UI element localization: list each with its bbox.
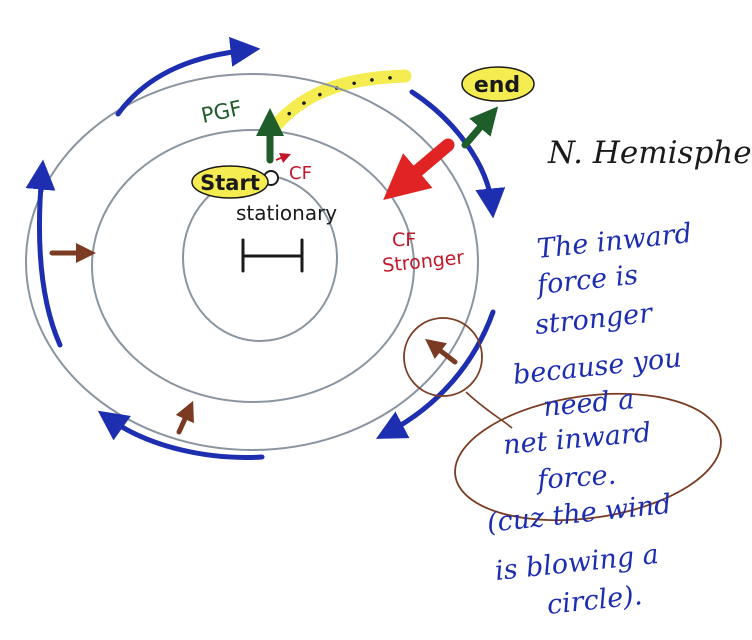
inner-isobar: [182, 174, 338, 342]
explanation-note: The inward force is stronger because you…: [485, 218, 693, 621]
trajectory-highlight: [265, 69, 412, 137]
note-line: force.: [534, 460, 617, 497]
note-line: force is: [534, 260, 640, 302]
note-line: The inward: [535, 218, 693, 265]
arrow-callout-circle: [403, 317, 483, 397]
brown-arrow-bottom: [175, 400, 194, 435]
note-line: stronger: [533, 298, 655, 341]
brown-arrow-right: [425, 338, 458, 365]
note-line: because you: [511, 342, 683, 391]
net-inward-force-callout: [454, 392, 722, 522]
pgf-label: PGF: [199, 96, 244, 128]
hemisphere-title: N. Hemisphere: [547, 135, 752, 171]
end-highlight: [461, 66, 535, 102]
blue-arrow-left: [25, 159, 63, 348]
middle-isobar: [91, 129, 415, 403]
cf-small-arrow: [275, 152, 292, 164]
pgf-arrow-end: [461, 106, 499, 149]
brown-force-arrows: [49, 243, 458, 435]
note-line: need a: [542, 384, 636, 423]
blue-arrow-top: [115, 36, 261, 117]
center-pressure-symbol: [241, 238, 304, 273]
pgf-arrows: [256, 106, 499, 164]
blue-arrow-bottom: [97, 410, 265, 460]
note-line: (cuz the wind: [485, 489, 672, 539]
cf-stronger-label: Stronger: [381, 246, 465, 276]
wind-direction-arrows: [25, 36, 506, 460]
stationary-label: stationary: [236, 201, 337, 225]
callout-connector: [465, 391, 513, 429]
start-label: Start: [200, 171, 260, 195]
start-highlight: [191, 165, 269, 199]
cf-small-label: CF: [289, 163, 312, 184]
note-line: circle).: [545, 580, 643, 621]
outer-isobar: [25, 73, 479, 451]
cf-label: CF: [392, 229, 416, 251]
cf-stronger-arrow: [383, 138, 455, 200]
end-label: end: [474, 73, 520, 98]
note-line: net inward: [502, 417, 652, 461]
blue-arrow-right-bottom: [375, 309, 496, 439]
